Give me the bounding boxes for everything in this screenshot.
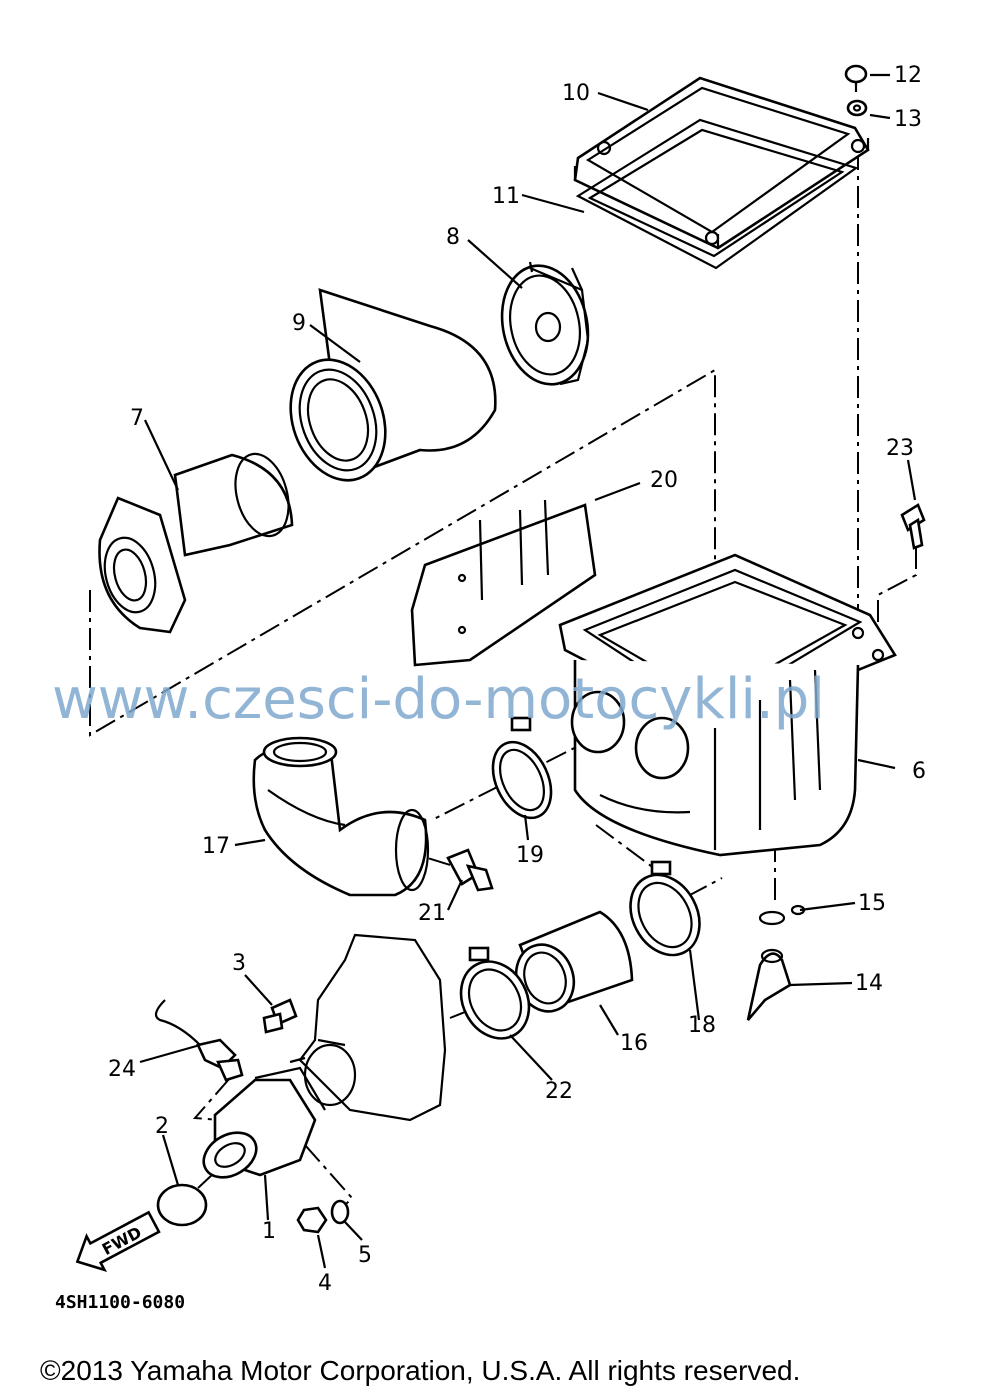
- part-1-carburetor-joint: [202, 1066, 326, 1179]
- label-part-6: 6: [912, 759, 926, 784]
- label-part-15: 15: [858, 891, 886, 916]
- part-23-bolt: [900, 503, 926, 550]
- part-15-clip: [758, 904, 806, 926]
- leader-lines: [139, 73, 917, 1269]
- label-part-11: 11: [492, 184, 520, 209]
- copyright-notice: ©2013 Yamaha Motor Corporation, U.S.A. A…: [40, 1355, 800, 1386]
- label-part-13: 13: [894, 107, 922, 132]
- part-18-clamp: [629, 860, 701, 957]
- carburetor-outline: [289, 933, 447, 1122]
- fwd-arrow-icon: FWD: [75, 1210, 161, 1273]
- label-part-2: 2: [155, 1114, 169, 1139]
- label-part-8: 8: [446, 225, 460, 250]
- label-part-10: 10: [562, 81, 590, 106]
- part-11-cover-gasket: [575, 118, 859, 270]
- part-7-element-guide: [98, 452, 294, 634]
- label-part-4: 4: [318, 1271, 332, 1296]
- label-part-23: 23: [886, 436, 914, 461]
- part-21-plug: [446, 848, 494, 892]
- label-part-22: 22: [545, 1079, 573, 1104]
- part-20-plate: [410, 499, 597, 667]
- part-19-clamp: [491, 716, 553, 820]
- label-part-16: 16: [620, 1031, 648, 1056]
- label-part-21: 21: [418, 901, 446, 926]
- part-14-drain-cap: [746, 948, 792, 1021]
- label-part-17: 17: [202, 834, 230, 859]
- label-part-12: 12: [894, 63, 922, 88]
- part-22-clamp: [459, 946, 531, 1040]
- part-2-o-ring: [156, 1183, 208, 1227]
- drawing-code: 4SH1100-6080: [55, 1292, 185, 1313]
- label-part-24: 24: [108, 1057, 136, 1082]
- label-part-14: 14: [855, 971, 883, 996]
- part-17-intake-joint: [252, 736, 430, 897]
- label-part-18: 18: [688, 1013, 716, 1038]
- part-3-screw: [262, 998, 298, 1034]
- part-8-element-cap: [500, 261, 590, 386]
- label-part-3: 3: [232, 951, 246, 976]
- part-number-labels: 10 11 8 9 7 12 13 20 23 6 17 19 21 15 3 …: [108, 63, 926, 1296]
- part-13-washer: [846, 99, 868, 117]
- part-10-air-box-cover: [573, 76, 870, 250]
- part-6-air-filter-case: [558, 553, 897, 857]
- part-4-nut: [296, 1206, 328, 1234]
- part-24-cable-clamp: [154, 999, 244, 1082]
- label-part-5: 5: [358, 1243, 372, 1268]
- part-12-screw: [844, 64, 868, 92]
- label-part-20: 20: [650, 468, 678, 493]
- label-part-7: 7: [130, 406, 144, 431]
- watermark-url: www.czesci-do-motocykli.pl: [52, 667, 825, 732]
- label-part-19: 19: [516, 843, 544, 868]
- part-5-washer: [330, 1199, 350, 1225]
- part-9-air-filter-element: [289, 288, 497, 482]
- label-part-9: 9: [292, 311, 306, 336]
- label-part-1: 1: [262, 1219, 276, 1244]
